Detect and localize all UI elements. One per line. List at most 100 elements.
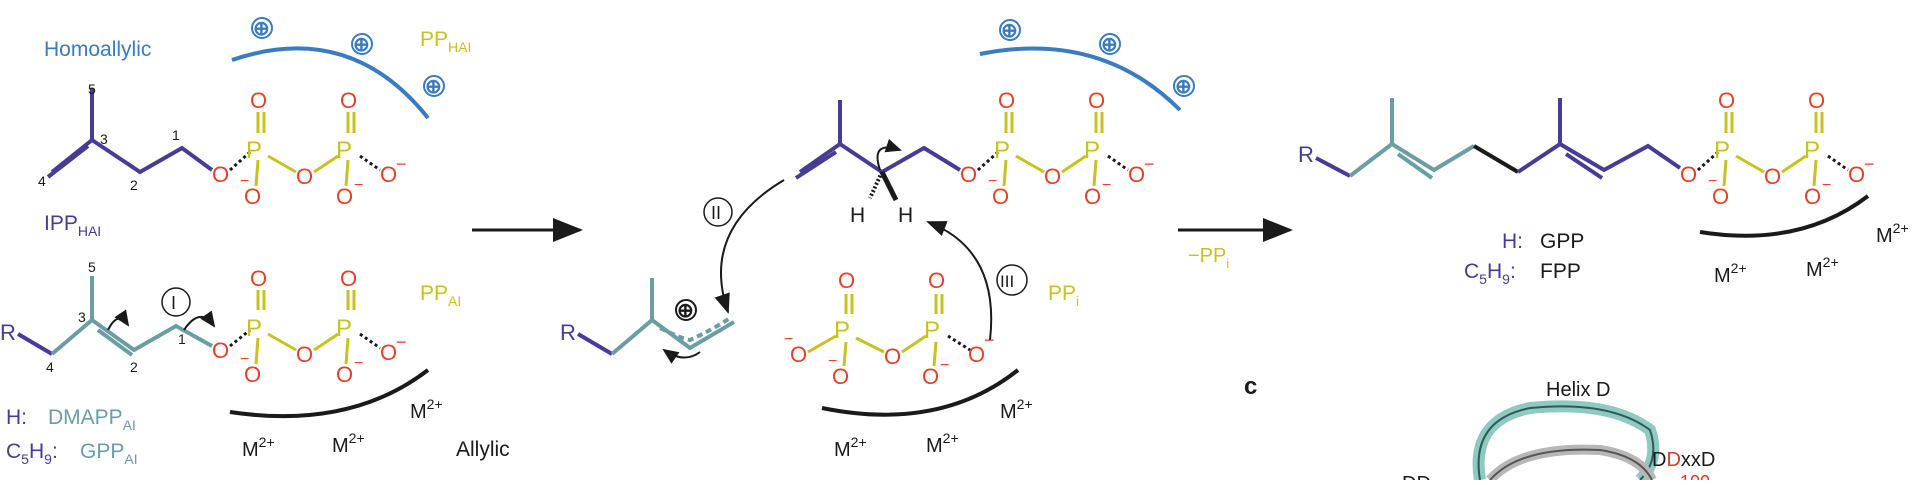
svg-text:O: O [340,266,357,291]
svg-text:O: O [250,266,267,291]
svg-text:GPP: GPP [1540,230,1584,253]
metal-ion: M2+ [332,430,365,457]
right-metal-site: M2+ M2+ M2+ [1699,194,1909,287]
svg-text:O: O [884,344,901,369]
svg-text:1: 1 [172,127,180,143]
ipp-hai-label: IPPHAI [44,212,101,239]
svg-text:4: 4 [46,359,54,375]
svg-text:O: O [1128,162,1145,187]
svg-text:C5H9:: C5H9: [6,440,58,467]
svg-text:2: 2 [130,177,138,193]
svg-text:2: 2 [130,359,138,375]
svg-text:⊕: ⊕ [1175,76,1192,98]
arrow-III [926,221,993,341]
svg-text:O: O [832,364,849,389]
svg-text:100: 100 [1680,472,1710,480]
metal-ion: M2+ [1876,220,1909,247]
svg-text:O: O [212,162,229,187]
svg-text:P: P [246,315,262,342]
left-legend: H: DMAPPAI C5H9: GPPAI [6,406,138,467]
pp-ai-label: PPAI [420,282,461,309]
arrow-II [714,179,785,314]
svg-text:−: − [240,351,249,368]
svg-text:O: O [790,342,807,367]
svg-text:O: O [960,162,977,187]
motif-label: DDxxD [1652,449,1715,471]
positive-charge-icon: ⊕ [251,17,273,40]
step-I-marker: I [161,287,191,317]
svg-text:−: − [354,177,363,194]
allylic-site: M2+ M2+ M2+ Allylic [229,368,510,461]
metal-ion: M2+ [242,434,275,461]
svg-text:1: 1 [178,331,186,347]
carbocation: R ⊕ [560,278,736,364]
svg-text:O: O [928,268,945,293]
svg-text:5: 5 [88,259,96,275]
svg-text:P: P [1714,137,1730,164]
svg-text:⊕: ⊕ [1101,34,1118,56]
metal-ion: M2+ [834,434,867,461]
svg-text:−: − [1102,177,1111,194]
svg-text:R: R [560,320,576,345]
svg-text:O: O [250,88,267,113]
positive-charge-icon: ⊕ [1173,75,1195,98]
svg-text:⊕: ⊕ [425,76,442,98]
metal-ion: M2+ [1714,260,1747,287]
metal-ion: M2+ [410,396,443,423]
svg-text:P: P [1084,137,1100,164]
svg-text:O: O [1712,184,1729,209]
svg-text:−: − [940,357,949,374]
svg-text:O: O [244,362,261,387]
allylic-label: Allylic [456,438,510,461]
svg-text:FPP: FPP [1540,260,1581,283]
panel-c: c Helix D DDxxD DD 100 [1244,373,1715,485]
ipp-molecule: 5 3 1 4 2 O P O O − O P O O − O − [38,81,407,209]
svg-text:−: − [784,331,793,348]
svg-text:P: P [246,137,262,164]
svg-text:P: P [834,317,850,344]
svg-text:5: 5 [88,81,96,97]
svg-text:O: O [244,184,261,209]
svg-text:−: − [1144,154,1155,174]
svg-text:GPPAI: GPPAI [80,440,138,467]
homoallylic-site: Homoallylic ⊕ ⊕ ⊕ PPHAI [44,17,471,120]
minus-ppi-label: −PPi [1188,245,1229,271]
svg-text:DMAPPAI: DMAPPAI [48,406,136,433]
allylic-arc [229,368,430,419]
svg-text:O: O [296,164,313,189]
positive-charge-icon: ⊕ [423,75,445,98]
metal-ion: M2+ [926,430,959,457]
panel-c-label: c [1244,373,1257,400]
svg-text:−: − [396,154,407,174]
svg-text:O: O [380,340,397,365]
svg-text:O: O [1808,88,1825,113]
svg-text:−: − [1864,154,1875,174]
svg-text:O: O [992,184,1009,209]
svg-text:4: 4 [38,173,46,189]
dmapp-molecule: R 5 3 1 4 2 I O P O O − O P O O − O − [0,259,407,387]
ppi-label: PPi [1048,282,1079,309]
svg-text:P: P [336,315,352,342]
svg-text:O: O [1848,162,1865,187]
svg-text:O: O [1044,164,1061,189]
helix-d-label: Helix D [1546,379,1610,401]
svg-text:II: II [711,203,721,223]
svg-text:R: R [0,320,16,345]
svg-text:C5H9:: C5H9: [1464,260,1516,287]
svg-text:O: O [922,364,939,389]
right-legend: H: GPP C5H9: FPP [1464,230,1584,287]
middle-ipp-molecule: H H O P O O − O P O O − O − [794,88,1155,227]
svg-text:O: O [968,342,985,367]
svg-text:O: O [212,338,229,363]
svg-text:III: III [1000,272,1014,291]
svg-text:O: O [336,362,353,387]
product-molecule: R O P O O − O P O O − O − [1298,88,1875,209]
svg-text:H: H [898,204,913,227]
svg-text:−: − [354,355,363,372]
svg-text:O: O [1804,184,1821,209]
svg-text:−: − [984,330,995,350]
svg-text:H: H [850,204,865,227]
svg-text:O: O [1718,88,1735,113]
svg-text:O: O [1764,164,1781,189]
